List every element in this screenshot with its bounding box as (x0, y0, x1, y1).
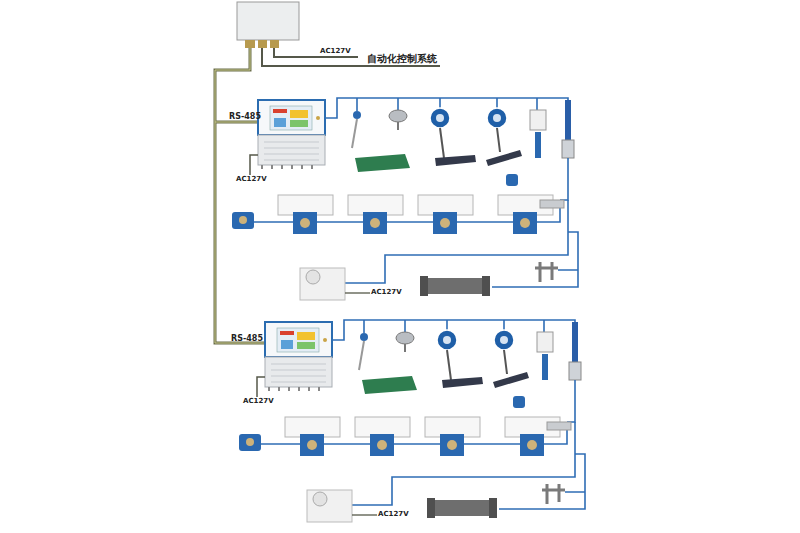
cable-gland (258, 40, 267, 48)
power-wire (274, 48, 358, 57)
system-group (239, 320, 585, 522)
system-group (232, 98, 578, 300)
control-wire (262, 48, 440, 66)
wire-label: AC127V (236, 176, 267, 183)
junction-housing (237, 2, 299, 40)
wire-label: RS-485 (231, 335, 263, 343)
wire-label: 自动化控制系统 (367, 54, 437, 64)
wire-label: RS-485 (229, 113, 261, 121)
wire-label: AC127V (371, 289, 402, 296)
rs485-trunk-core (215, 48, 265, 343)
wire-label: AC127V (243, 398, 274, 405)
cable-gland (270, 40, 279, 48)
wire-label: AC127V (320, 48, 351, 55)
rs485-trunk (215, 48, 265, 343)
cable-gland (245, 40, 255, 48)
main-junction-box (237, 2, 299, 48)
wire-label: AC127V (378, 511, 409, 518)
